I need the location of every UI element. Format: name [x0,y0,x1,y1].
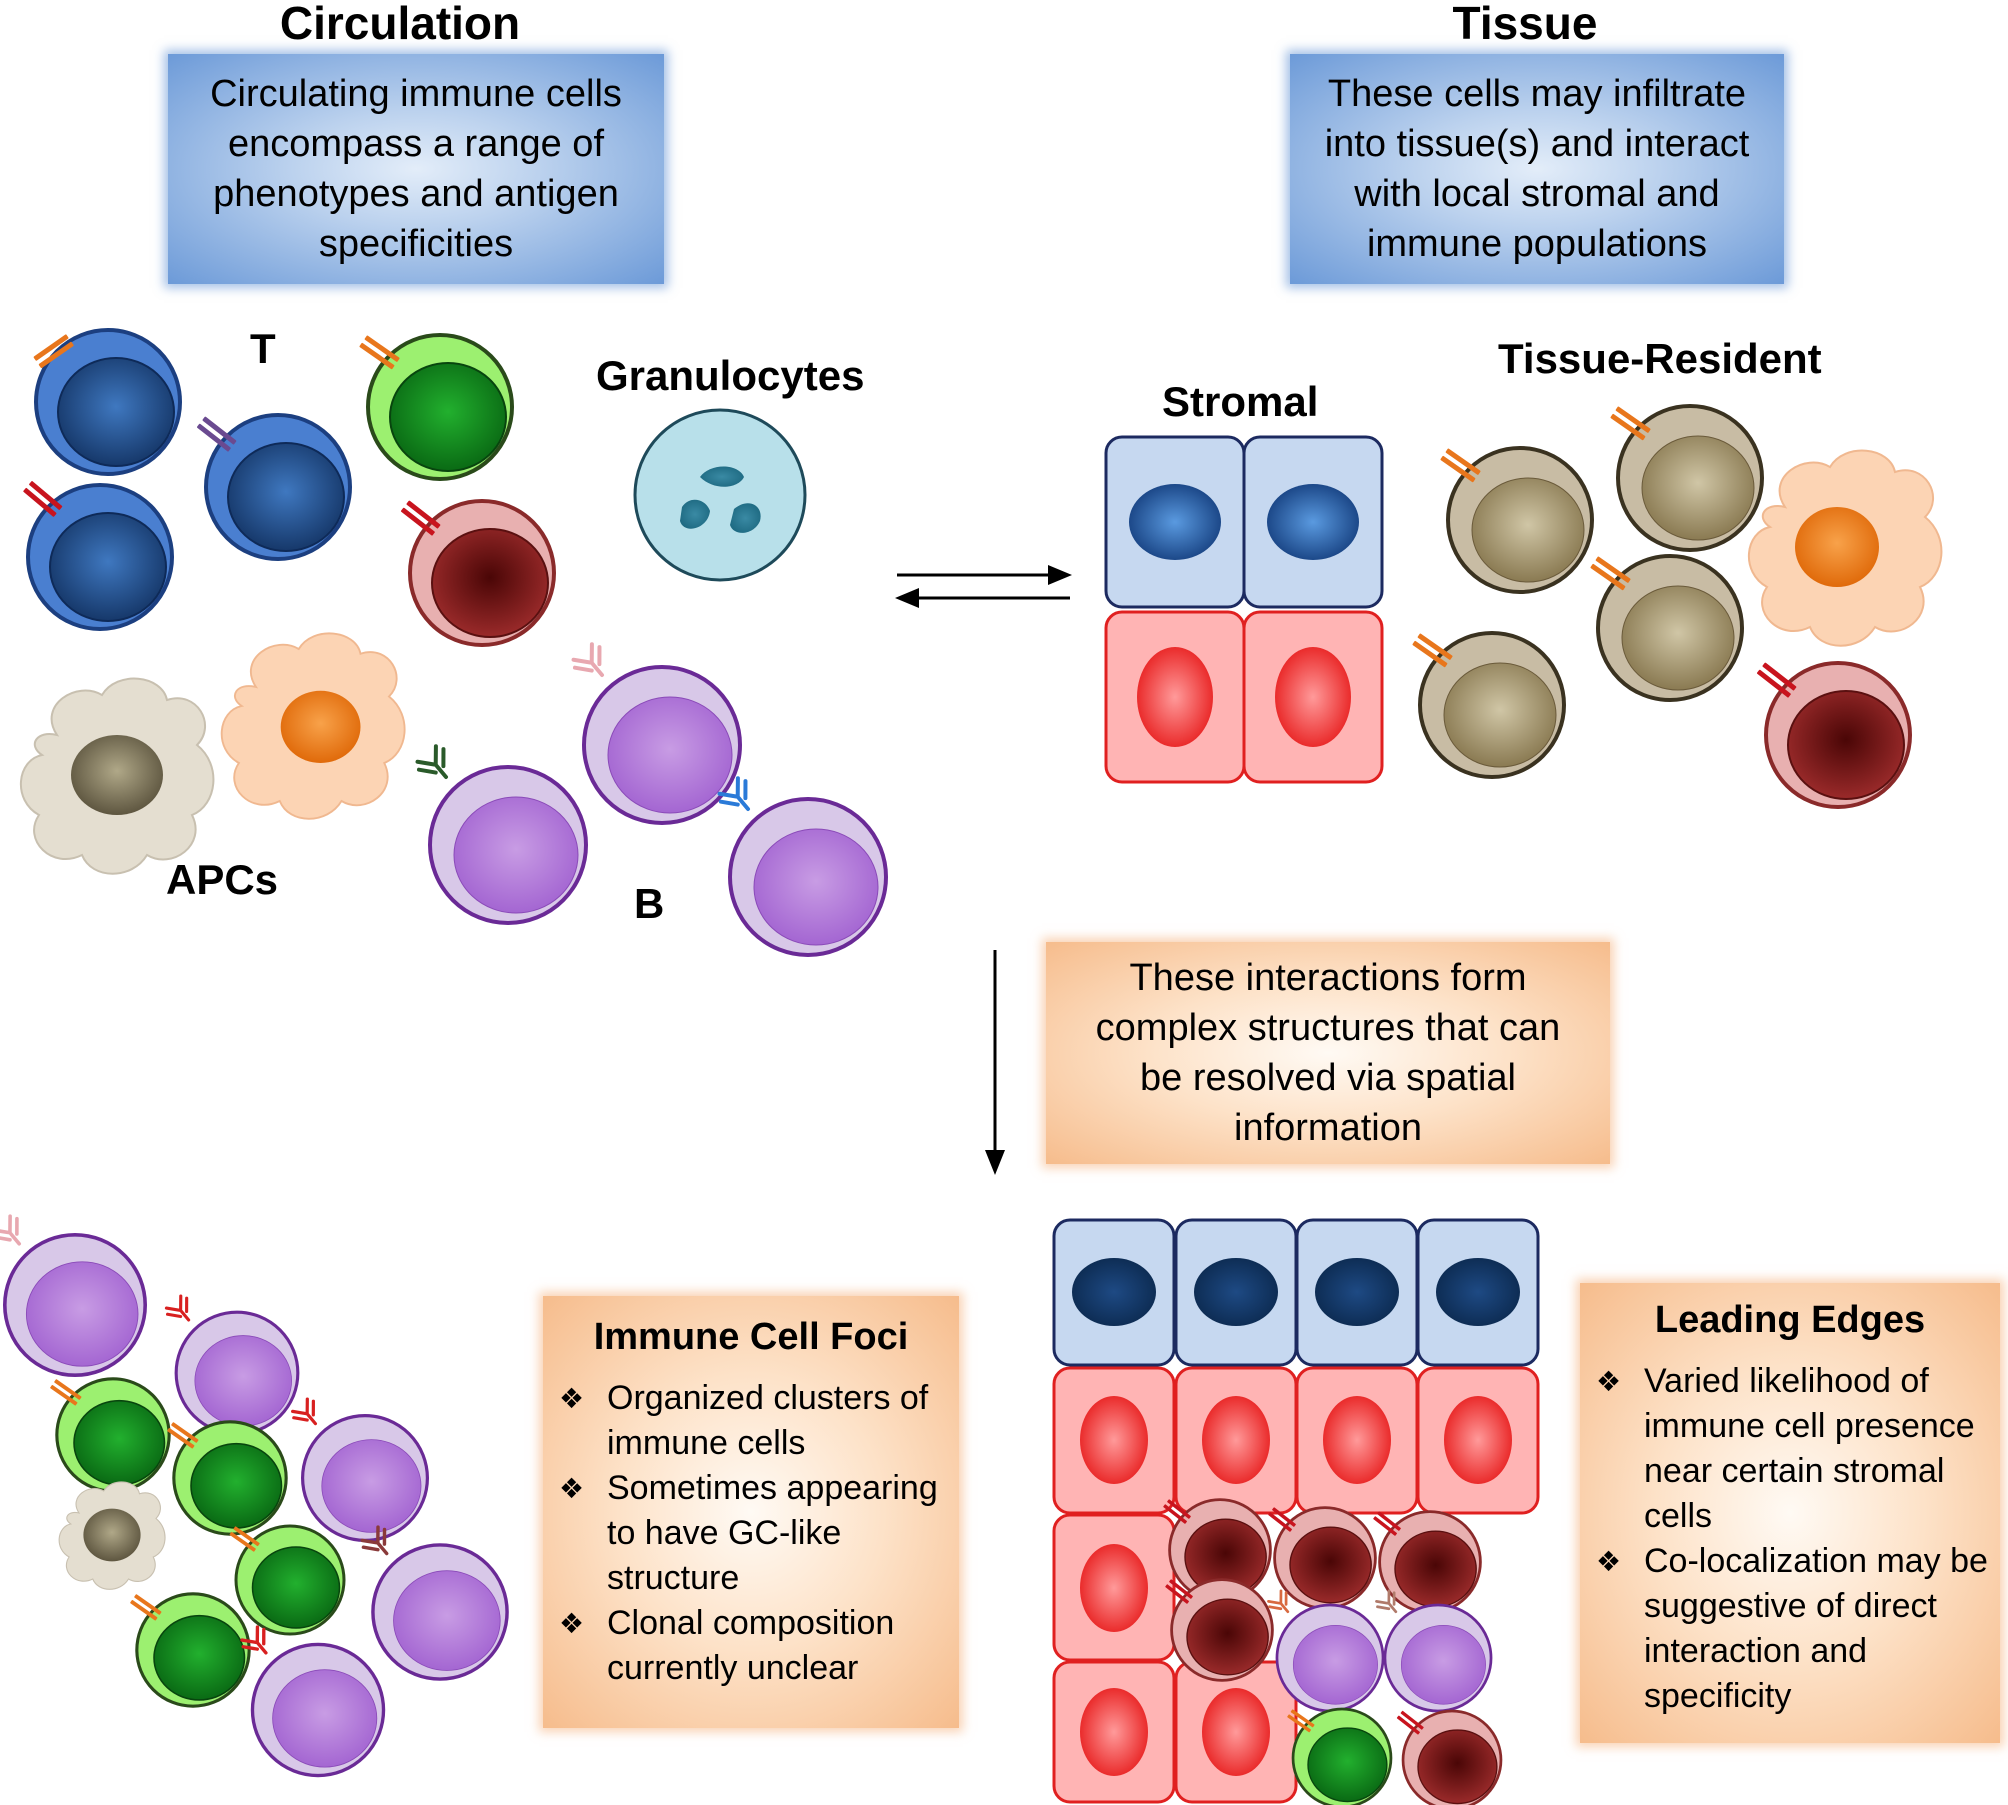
circulation-t-cells [22,328,556,647]
leading-edge-stroma [1052,1218,1540,1804]
immune-cell-foci-box: Immune Cell Foci Organized clusters of i… [543,1296,959,1728]
circulation-description-box: Circulating immune cells encompass a ran… [168,54,664,284]
b-cell-label: B [634,880,665,927]
immune-cell-foci-cluster [0,1212,509,1778]
tissue-resident-cells [1412,404,1943,809]
stromal-cells [1104,435,1384,784]
foci-bullet: Sometimes appearing to have GC-like stru… [543,1466,959,1601]
circulation-heading: Circulation [279,0,521,49]
tissue-resident-label: Tissue-Resident [1498,335,1822,382]
granulocytes-label: Granulocytes [596,352,865,399]
tissue-description-box: These cells may infiltrate into tissue(s… [1290,54,1784,284]
tissue-heading: Tissue [1452,0,1598,49]
immune-cell-foci-list: Organized clusters of immune cells Somet… [543,1376,959,1691]
leading-edges-box: Leading Edges Varied likelihood of immun… [1580,1283,2000,1743]
immune-cell-foci-title: Immune Cell Foci [593,1316,909,1358]
foci-bullet: Clonal composition currently unclear [543,1601,959,1691]
circulation-apcs [19,632,406,875]
apcs-label: APCs [166,856,279,903]
circulation-description: Circulating immune cells encompass a ran… [210,73,622,265]
granulocyte [633,408,807,582]
tissue-description: These cells may infiltrate into tissue(s… [1324,73,1750,265]
leading-edges-bullet: Varied likelihood of immune cell presenc… [1580,1359,2000,1539]
leading-edges-title: Leading Edges [1654,1299,1926,1341]
t-cell-label: T [250,325,276,372]
stromal-label: Stromal [1162,378,1319,425]
leading-edges-bullet: Co-localization may be suggestive of dir… [1580,1539,2000,1719]
interactions-text: These interactions form complex structur… [1095,957,1561,1149]
leading-edges-list: Varied likelihood of immune cell presenc… [1580,1359,2000,1719]
foci-bullet: Organized clusters of immune cells [543,1376,959,1466]
exchange-arrows [895,565,1072,608]
interactions-box: These interactions form complex structur… [1046,942,1610,1164]
down-arrow [985,950,1005,1175]
